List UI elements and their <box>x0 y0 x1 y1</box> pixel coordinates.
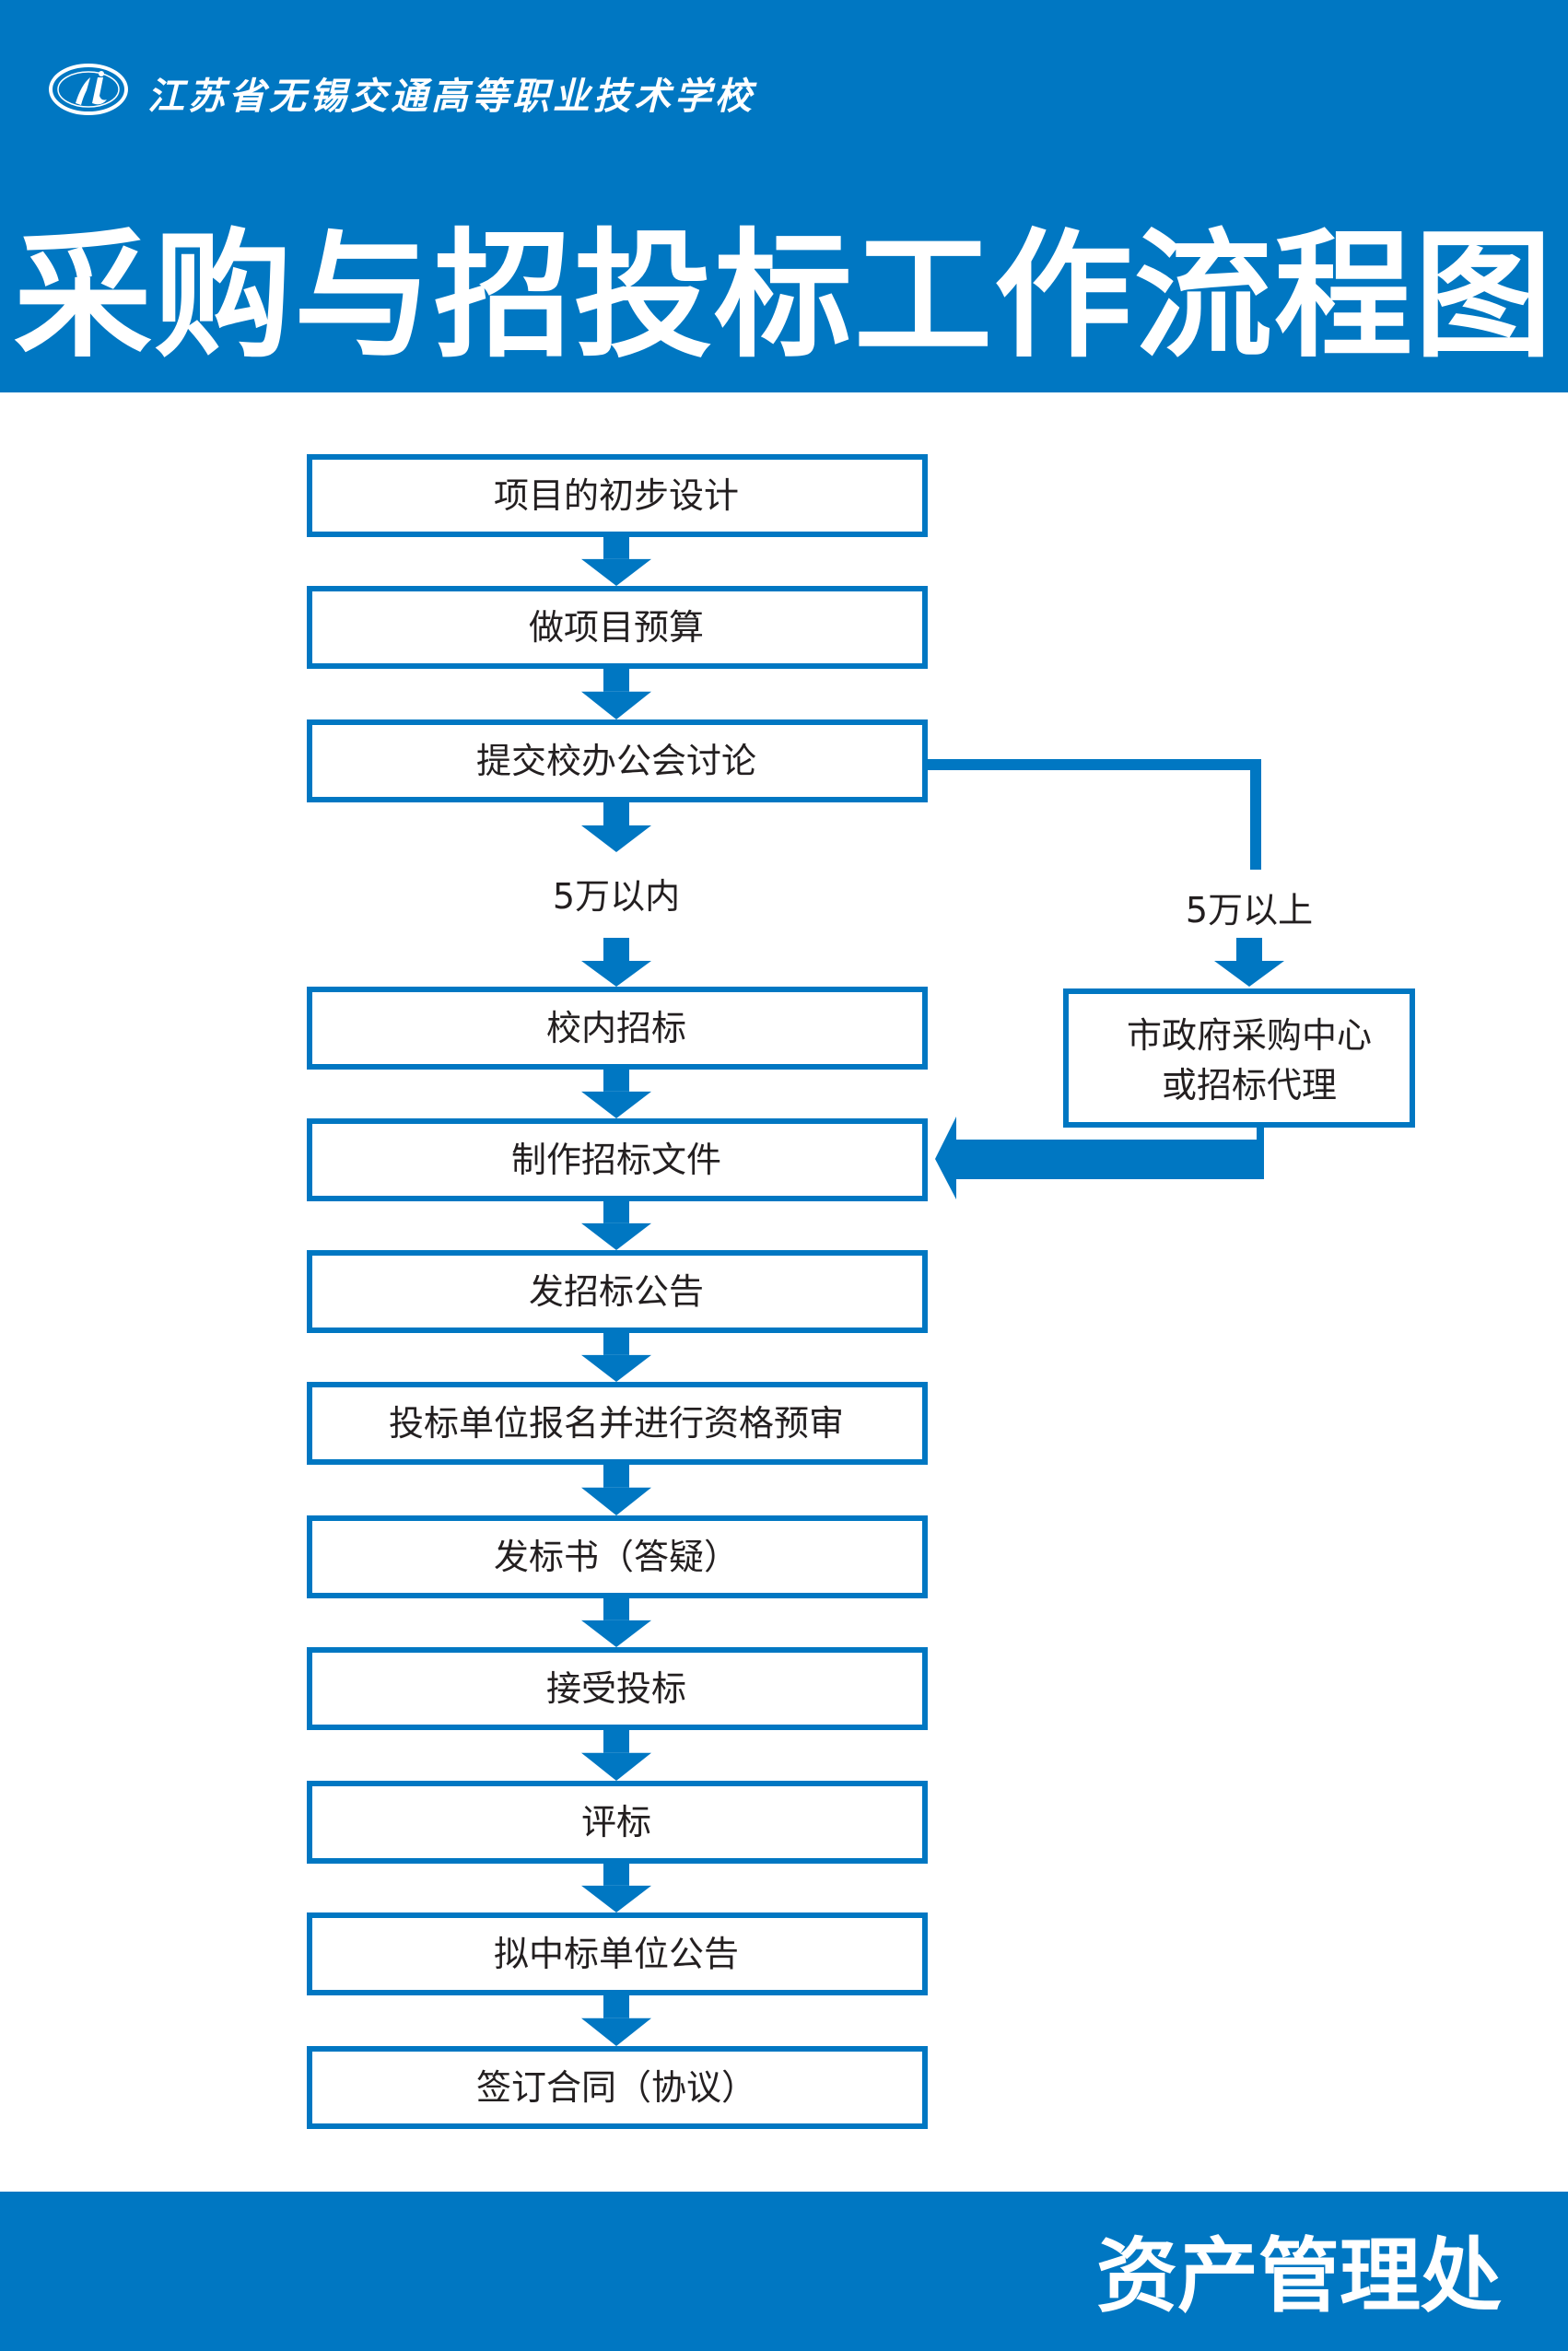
school-logo-icon <box>49 64 128 115</box>
arrow-down-icon <box>581 1864 651 1912</box>
arrow-down-icon <box>581 1465 651 1515</box>
page-title: 采购与招投标工作流程图 <box>13 215 1554 377</box>
step-box <box>307 586 928 669</box>
department-name: 资产管理处 <box>1096 2228 1503 2323</box>
step-label: 接受投标 <box>546 1668 686 1709</box>
branch-above-label: 5万以上 <box>1186 890 1313 930</box>
step-box <box>307 1118 928 1201</box>
branch-connector-line <box>925 759 1261 870</box>
step-label: 签订合同（协议） <box>476 2067 756 2108</box>
step-box <box>307 454 928 537</box>
external-procurement-box <box>1063 988 1415 1128</box>
header-banner: 江苏省无锡交通高等职业技术学校 采购与招投标工作流程图 <box>0 0 1568 392</box>
arrow-down-icon <box>581 1201 651 1250</box>
arrow-down-icon <box>581 802 651 852</box>
step-label: 校内招标 <box>546 1008 686 1048</box>
step-box <box>307 719 928 802</box>
arrow-left-icon <box>935 1117 1264 1199</box>
step-label: 评标 <box>581 1802 651 1842</box>
arrow-down-icon <box>581 537 651 586</box>
arrow-down-icon <box>581 1995 651 2046</box>
step-box <box>307 1781 928 1864</box>
step-box <box>307 1912 928 1995</box>
step-label: 发标书（答疑） <box>494 1537 739 1577</box>
step-label: 发招标公告 <box>529 1271 704 1312</box>
arrow-down-icon <box>1214 938 1284 987</box>
step-label: 提交校办公会讨论 <box>476 741 756 781</box>
arrow-down-icon <box>581 1598 651 1647</box>
step-box <box>307 987 928 1070</box>
branch-within-label: 5万以内 <box>553 876 680 917</box>
step-box <box>307 1382 928 1465</box>
step-box <box>307 1515 928 1598</box>
step-box <box>307 1647 928 1730</box>
step-box <box>307 2046 928 2129</box>
step-box <box>307 1250 928 1333</box>
step-label: 拟中标单位公告 <box>494 1934 739 1974</box>
step-label: 做项目预算 <box>529 607 704 648</box>
step-label: 投标单位报名并进行资格预审 <box>389 1403 844 1444</box>
arrow-down-icon <box>581 669 651 719</box>
step-label: 制作招标文件 <box>511 1140 721 1180</box>
arrow-down-icon <box>581 1333 651 1382</box>
footer-banner <box>0 2192 1568 2351</box>
arrow-down-icon <box>581 1730 651 1781</box>
arrow-down-icon <box>581 1070 651 1118</box>
external-box-line1: 市政府采购中心 <box>1127 1015 1372 1056</box>
arrow-down-icon <box>581 938 651 987</box>
step-label: 项目的初步设计 <box>494 475 739 516</box>
external-box-line2: 或招标代理 <box>1162 1065 1337 1105</box>
school-name: 江苏省无锡交通高等职业技术学校 <box>147 75 755 118</box>
